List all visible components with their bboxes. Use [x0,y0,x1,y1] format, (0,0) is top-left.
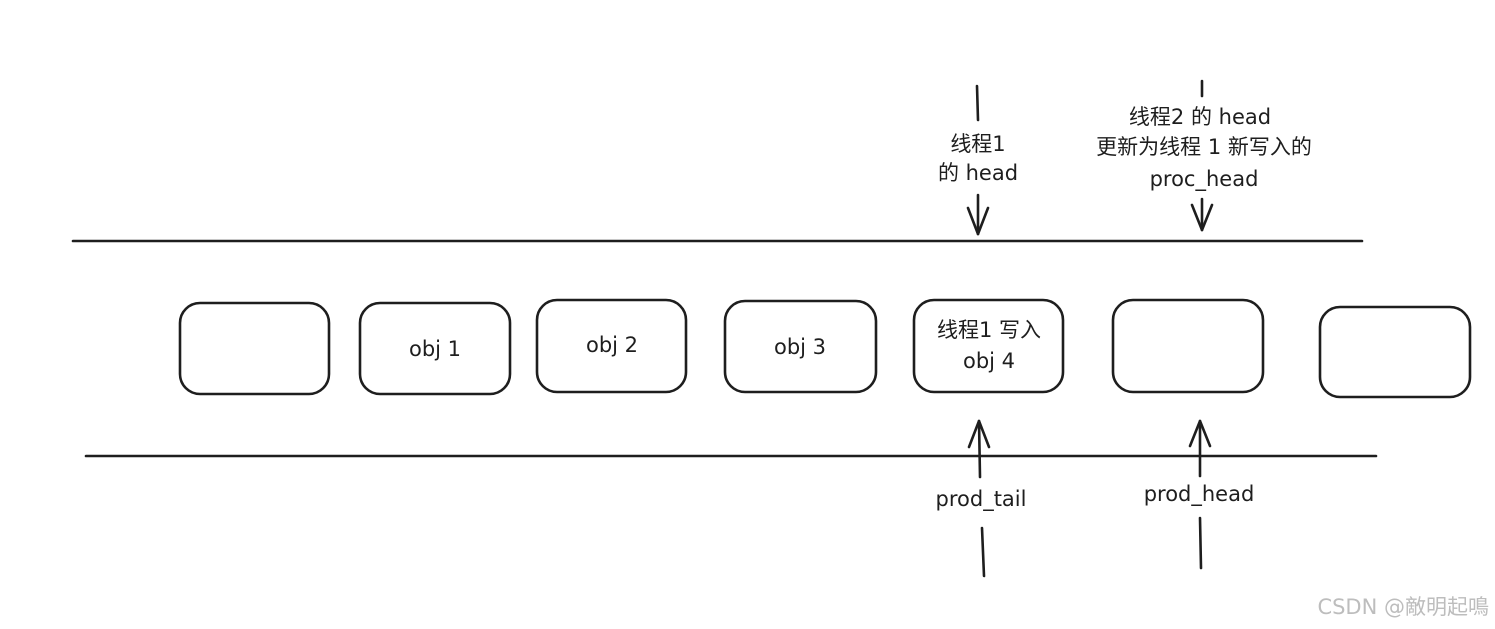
prod-head-label: prod_head [1144,482,1255,507]
cell-label-line-2: obj 4 [963,349,1015,373]
thread2-head-label-line-2: 更新为线程 1 新写入的 [1096,135,1312,159]
thread1-head-label-line-1: 线程1 [950,132,1005,156]
pointer-tail-stroke [1198,516,1203,570]
cell-obj-4: 线程1 写入 obj 4 [912,298,1065,394]
pointer-tail-stroke [975,84,980,122]
thread1-head-pointer: 线程1 的 head [938,84,1018,236]
cell-label: obj 3 [774,335,826,359]
cell-obj-1: obj 1 [358,301,512,396]
down-arrow-icon [966,206,990,236]
cell-empty-5 [1111,298,1265,394]
cell-empty-6 [1318,305,1472,399]
cell-label: obj 1 [409,337,461,361]
pointer-shaft [977,419,982,479]
cell-label: obj 2 [586,333,638,357]
cell-obj-2: obj 2 [535,298,688,394]
watermark: CSDN @敵明起鳴 [1317,595,1489,619]
cell-obj-3: obj 3 [723,299,878,394]
thread1-head-label-line-2: 的 head [938,161,1018,185]
thread2-head-label-line-1: 线程2 的 head [1129,105,1271,129]
cell-label-line-1: 线程1 写入 [937,318,1041,342]
prod-tail-pointer: prod_tail [936,419,1027,578]
cell-empty-left [178,301,331,396]
prod-tail-label: prod_tail [936,487,1027,512]
down-arrow-icon [1190,203,1214,232]
pointer-tail-stroke [980,526,986,578]
prod-head-pointer: prod_head [1144,419,1255,570]
thread2-head-pointer: 线程2 的 head 更新为线程 1 新写入的 proc_head [1096,79,1312,232]
thread2-head-label-line-3: proc_head [1150,167,1259,192]
